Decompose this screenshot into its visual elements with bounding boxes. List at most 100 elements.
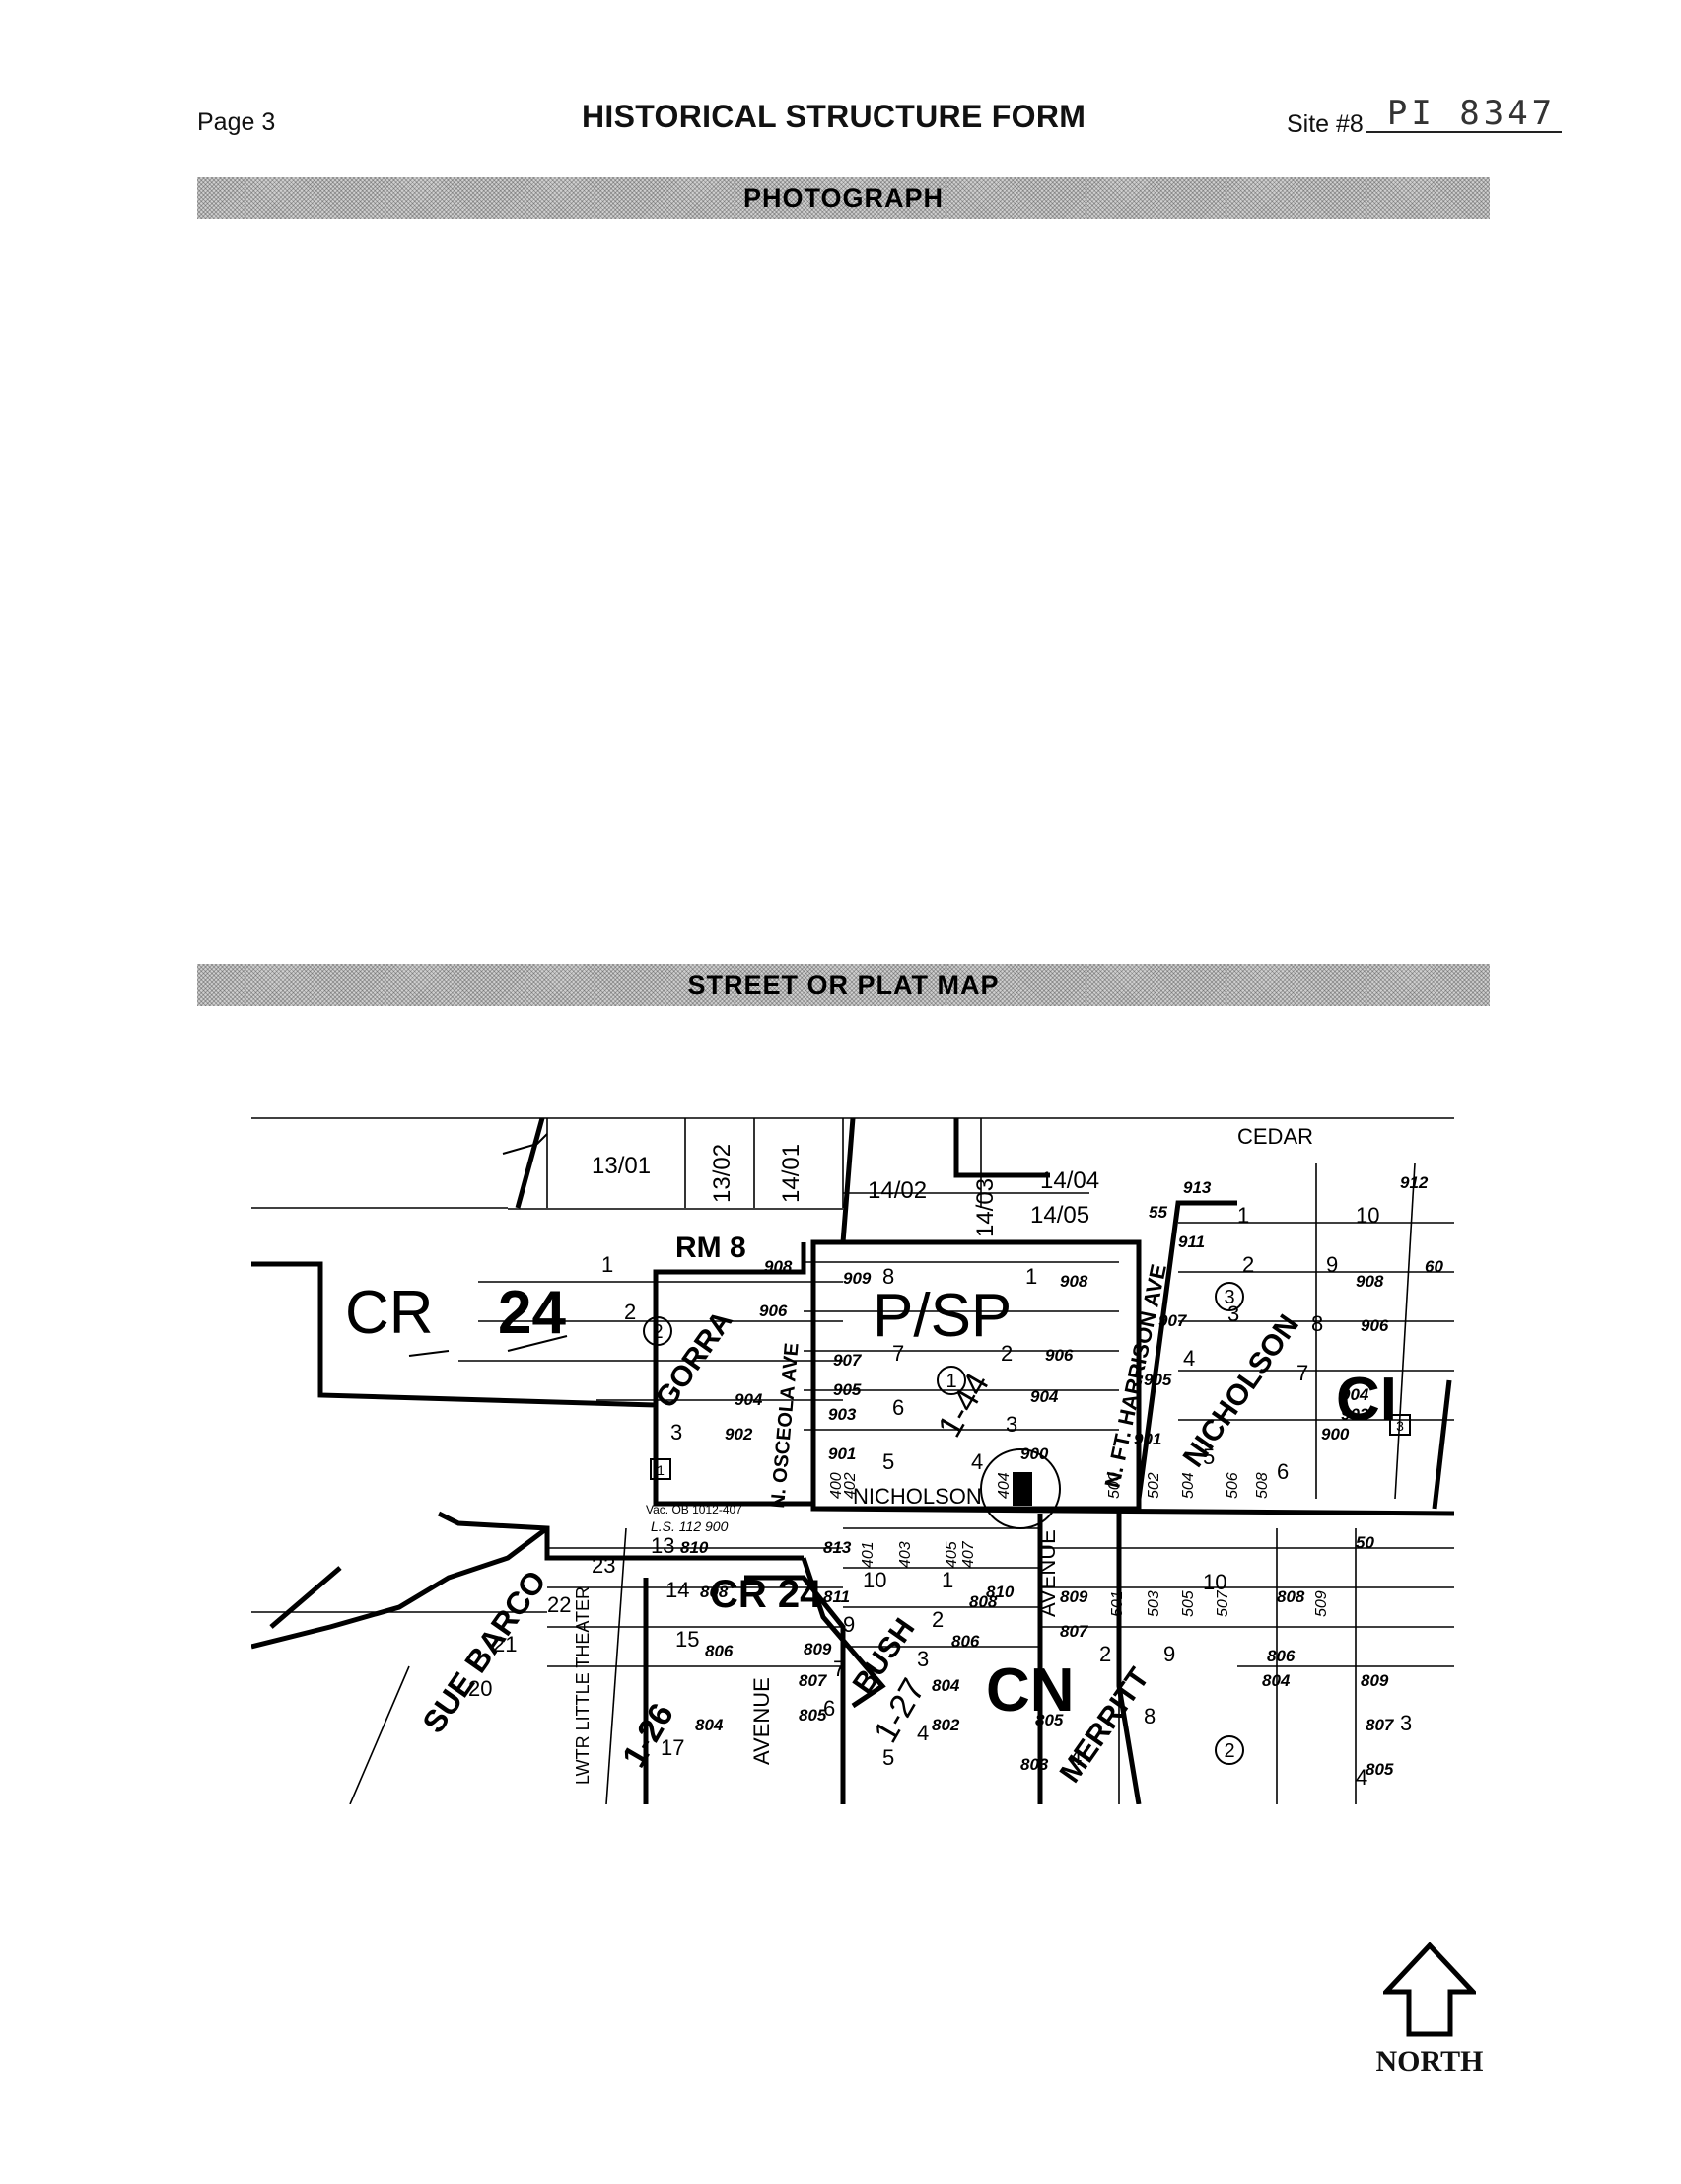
lot-number: 2 <box>1001 1341 1013 1366</box>
lot-number: 4 <box>917 1721 929 1745</box>
lot-number: 6 <box>892 1395 904 1420</box>
north-label: NORTH <box>1375 2045 1484 2078</box>
address: 500 <box>1106 1472 1123 1499</box>
lot-number: 4 <box>1183 1346 1195 1371</box>
address: 905 <box>833 1380 862 1399</box>
address: 904 <box>1030 1387 1059 1406</box>
lot-number: 3 <box>1400 1711 1412 1735</box>
lot-number: 20 <box>468 1676 492 1701</box>
address: 900 <box>1020 1444 1049 1463</box>
lot-number: 9 <box>1326 1252 1338 1277</box>
lot-number: 6 <box>1277 1459 1289 1484</box>
lot-number: 5 <box>1203 1444 1215 1469</box>
street-cedar: CEDAR <box>1237 1124 1313 1149</box>
address: 806 <box>705 1642 734 1660</box>
subject-building-marker <box>1013 1472 1032 1506</box>
address: 913 <box>1183 1178 1212 1197</box>
zoning-label-cr24: CR 24 <box>710 1573 822 1616</box>
plat-14-03: 14/03 <box>972 1178 999 1237</box>
lot-number: 3 <box>917 1647 929 1671</box>
lot-number: 2 <box>624 1300 636 1324</box>
plat-13-02: 13/02 <box>709 1144 735 1203</box>
address: 407 <box>960 1540 977 1568</box>
lot-numbers: 1 2 3 8 1 7 2 6 3 5 4 1 2 3 4 5 6 7 8 9 … <box>468 1203 1412 1790</box>
lot-number: 7 <box>892 1341 904 1366</box>
zoning-boundaries <box>251 1117 1454 1804</box>
photograph-area <box>197 219 1490 949</box>
lot-number: 8 <box>1311 1311 1323 1336</box>
lot-number: 9 <box>843 1612 855 1637</box>
north-arrow-icon <box>1383 1942 1476 2037</box>
lot-number: 3 <box>670 1420 682 1444</box>
address: 507 <box>1215 1589 1231 1617</box>
lot-number: 5 <box>882 1745 894 1770</box>
address: 509 <box>1313 1590 1330 1617</box>
street-addresses: 909 908 908 907 906 906 905 904 904 903 … <box>680 1173 1443 1779</box>
address: 807 <box>1366 1716 1395 1734</box>
form-title: HISTORICAL STRUCTURE FORM <box>582 99 1086 134</box>
address: 901 <box>1134 1430 1161 1448</box>
address: 811 <box>823 1587 850 1606</box>
address: 806 <box>951 1632 980 1651</box>
svg-text:1: 1 <box>657 1462 665 1478</box>
zoning-label-24: 24 <box>498 1279 566 1347</box>
address: 907 <box>833 1351 863 1370</box>
address: 808 <box>700 1583 729 1601</box>
circled-marker-labels: 2 1 3 2 <box>652 1287 1234 1762</box>
note-ls: L.S. 112 900 <box>651 1518 729 1534</box>
address: 802 <box>932 1716 960 1734</box>
address: 909 <box>843 1269 872 1288</box>
plat-14-01: 14/01 <box>778 1144 805 1203</box>
address: 505 <box>1180 1590 1197 1617</box>
site-number: Site #8 PI 8347 <box>1287 97 1563 139</box>
note-vacated: Vac. OB 1012-407 <box>646 1503 742 1516</box>
site-value-handwritten: PI 8347 <box>1365 97 1563 133</box>
address: 501 <box>1109 1590 1126 1617</box>
address: 906 <box>1361 1316 1389 1335</box>
lot-number: 13 <box>651 1533 674 1558</box>
address: 912 <box>1400 1173 1429 1192</box>
address: 502 <box>1146 1472 1162 1499</box>
street-avenue-east: AVENUE <box>1035 1529 1060 1617</box>
address: 805 <box>1366 1760 1394 1779</box>
lot-number: 15 <box>675 1627 699 1652</box>
lot-number: 8 <box>1144 1704 1156 1728</box>
address: 900 <box>1321 1425 1350 1444</box>
svg-text:2: 2 <box>652 1321 663 1343</box>
map-section-header: STREET OR PLAT MAP <box>197 964 1490 1006</box>
grid-ref-1-44: 1-44 <box>931 1367 997 1444</box>
street-osceola: N. OSCEOLA AVE <box>767 1342 804 1509</box>
address: 804 <box>695 1716 724 1734</box>
lot-number: 10 <box>1356 1203 1379 1228</box>
address: 405 <box>944 1541 960 1568</box>
address: 906 <box>1045 1346 1074 1365</box>
plat-map-drawing: CR 24 RM 8 P/SP CI CN CR 24 CEDAR GORRA … <box>251 1117 1454 1804</box>
address: 908 <box>1356 1272 1384 1291</box>
lot-number: 6 <box>823 1696 835 1721</box>
zoning-label-cr: CR <box>345 1279 434 1347</box>
address: 906 <box>759 1302 788 1320</box>
address: 901 <box>828 1444 856 1463</box>
address: 55 <box>1149 1203 1167 1222</box>
lot-number: 23 <box>592 1553 615 1578</box>
address: 908 <box>1060 1272 1088 1291</box>
address: 911 <box>1178 1233 1205 1251</box>
address: 808 <box>1277 1587 1305 1606</box>
lot-number: 21 <box>493 1632 517 1656</box>
plat-map: CR 24 RM 8 P/SP CI CN CR 24 CEDAR GORRA … <box>251 1114 1454 1804</box>
lot-number: 10 <box>863 1568 886 1592</box>
svg-text:3: 3 <box>1224 1287 1234 1308</box>
lot-number: 8 <box>882 1264 894 1289</box>
zoning-label-cn: CN <box>986 1656 1075 1725</box>
address: 403 <box>897 1541 914 1568</box>
photograph-section-header: PHOTOGRAPH <box>197 177 1490 219</box>
note-little-theater: LWTR LITTLE THEATER <box>573 1586 593 1785</box>
lot-number: 7 <box>833 1656 845 1681</box>
lot-number: 9 <box>1163 1642 1175 1666</box>
address: 907 <box>1158 1311 1188 1330</box>
address: 506 <box>1225 1472 1241 1499</box>
plat-14-02: 14/02 <box>868 1177 927 1204</box>
lot-number: 1 <box>1025 1264 1037 1289</box>
zoning-label-rm8: RM 8 <box>675 1232 746 1264</box>
map-section-title: STREET OR PLAT MAP <box>687 969 1000 1000</box>
